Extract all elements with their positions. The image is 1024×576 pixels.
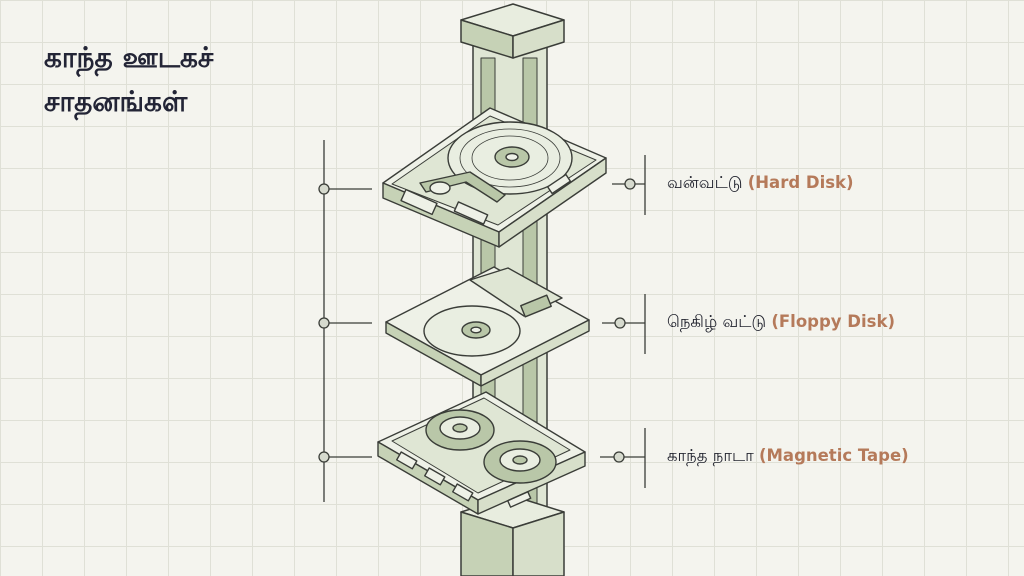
label-magnetic-tape: காந்த நாடா (Magnetic Tape) (667, 446, 909, 468)
right-callouts (600, 155, 646, 488)
magnetic-tape-illustration (377, 391, 586, 515)
left-connector-dot-2 (318, 317, 330, 329)
left-bracket (318, 140, 372, 502)
page-title: காந்த ஊடகச் சாதனங்கள் (44, 36, 213, 124)
label-hard-disk: வன்வட்டு (Hard Disk) (667, 173, 854, 195)
floppy-disk-illustration (385, 266, 590, 387)
label-magnetic-tape-english: (Magnetic Tape) (758, 446, 909, 465)
title-line-1: காந்த ஊடகச் (44, 41, 214, 74)
title-line-2: சாதனங்கள் (44, 85, 188, 118)
label-floppy-disk-english: (Floppy Disk) (771, 312, 895, 331)
label-hard-disk-english: (Hard Disk) (747, 173, 854, 192)
right-connector-dot-2 (614, 317, 626, 329)
right-connector-dot-3 (613, 451, 625, 463)
label-hard-disk-tamil: வன்வட்டு (667, 173, 743, 192)
right-connector-dot-1 (624, 178, 636, 190)
left-connector-dot-3 (318, 451, 330, 463)
label-magnetic-tape-tamil: காந்த நாடா (667, 446, 754, 465)
label-floppy-disk: நெகிழ் வட்டு (Floppy Disk) (667, 312, 895, 334)
hard-disk-illustration (382, 107, 607, 248)
label-floppy-disk-tamil: நெகிழ் வட்டு (667, 312, 767, 331)
left-connector-dot-1 (318, 183, 330, 195)
